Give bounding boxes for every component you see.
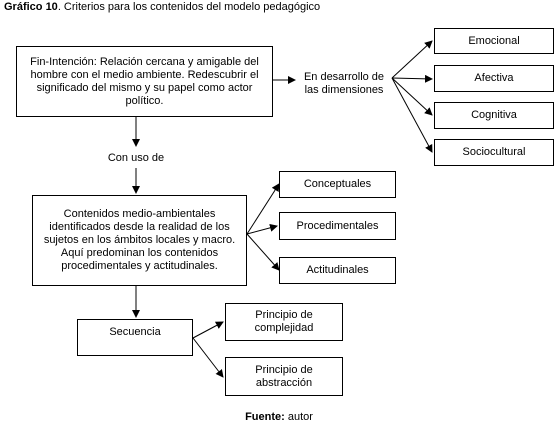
arrow-to-sociocultural bbox=[391, 77, 433, 153]
afectiva-label: Afectiva bbox=[474, 72, 514, 84]
sociocultural-box: Sociocultural bbox=[434, 139, 554, 166]
conceptuales-box: Conceptuales bbox=[279, 171, 396, 198]
emocional-label: Emocional bbox=[468, 34, 520, 47]
complejidad-box: Principio de complejidad bbox=[225, 303, 343, 341]
procedimentales-label: Procedimentales bbox=[296, 219, 379, 232]
con-uso-de-label: Con uso de bbox=[107, 152, 165, 164]
figure-caption: Gráfico 10. Criterios para los contenido… bbox=[4, 1, 320, 13]
procedimentales-box: Procedimentales bbox=[279, 212, 396, 240]
arrow-to-cognitiva bbox=[391, 77, 433, 116]
arrow-to-actitudinales bbox=[246, 233, 280, 271]
sociocultural-label: Sociocultural bbox=[462, 146, 526, 158]
arrow-to-abstraccion bbox=[192, 337, 224, 378]
secuencia-box: Secuencia bbox=[77, 319, 193, 356]
fin-intencion-text: Fin-Intención: Relación cercana y amigab… bbox=[30, 55, 259, 107]
secuencia-label: Secuencia bbox=[109, 326, 161, 338]
abstraccion-box: Principio de abstracción bbox=[225, 357, 343, 396]
source-value: autor bbox=[287, 411, 313, 423]
source-label: Fuente: bbox=[245, 411, 285, 423]
actitudinales-label: Actitudinales bbox=[306, 264, 369, 276]
caption-title: . Criterios para los contenidos del mode… bbox=[57, 1, 321, 13]
complejidad-label: Principio de complejidad bbox=[254, 309, 314, 334]
emocional-box: Emocional bbox=[434, 28, 554, 54]
fin-intencion-box: Fin-Intención: Relación cercana y amigab… bbox=[16, 46, 273, 117]
contenidos-text: Contenidos medio-ambientales identificad… bbox=[43, 208, 236, 272]
cognitiva-box: Cognitiva bbox=[434, 102, 554, 129]
contenidos-box: Contenidos medio-ambientales identificad… bbox=[32, 195, 247, 286]
conceptuales-label: Conceptuales bbox=[303, 178, 372, 190]
arrow-to-complejidad bbox=[192, 321, 224, 339]
arrow-to-emocional bbox=[391, 40, 433, 79]
arrow-to-conceptuales bbox=[246, 183, 280, 235]
afectiva-box: Afectiva bbox=[434, 65, 554, 92]
abstraccion-label: Principio de abstracción bbox=[255, 363, 313, 389]
source-footer: Fuente: autor bbox=[0, 411, 558, 423]
desarrollo-label: En desarrollo de las dimensiones bbox=[303, 71, 385, 96]
cognitiva-label: Cognitiva bbox=[471, 109, 517, 121]
caption-number: Gráfico 10 bbox=[4, 1, 58, 13]
arrow-to-procedimentales bbox=[246, 223, 278, 235]
actitudinales-box: Actitudinales bbox=[279, 257, 396, 284]
arrow-to-afectiva bbox=[391, 74, 433, 83]
